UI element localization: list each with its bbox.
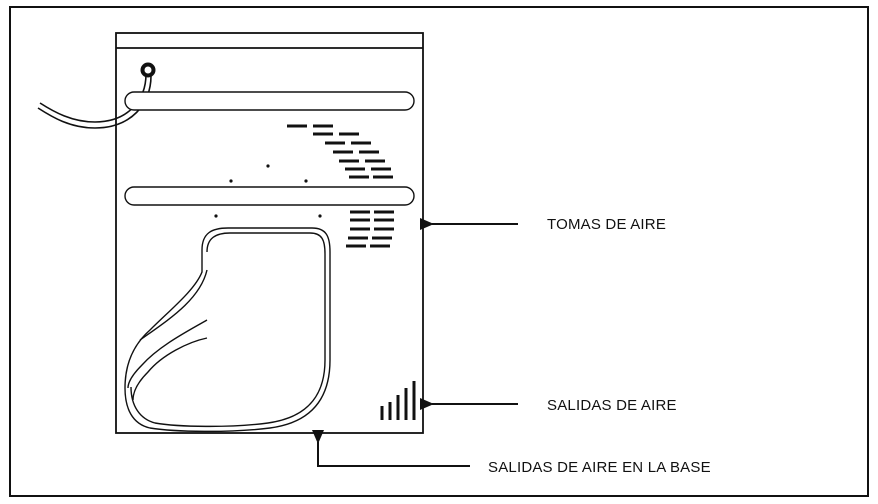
dot: [229, 179, 233, 183]
air-intake-slots: [346, 210, 394, 248]
boot-door: [124, 227, 331, 433]
upper-vent-slots: [287, 124, 393, 179]
middle-bar: [124, 186, 415, 206]
upper-bar: [124, 91, 415, 111]
indicator-dots: [214, 164, 322, 218]
base-air-outlets-arrow: [312, 430, 470, 467]
dot: [266, 164, 270, 168]
dot: [304, 179, 308, 183]
outer-frame: [9, 6, 869, 497]
dot: [318, 214, 322, 218]
dot: [214, 214, 218, 218]
air-outlet-bars: [380, 381, 416, 420]
base-air-outlets-label: SALIDAS DE AIRE EN LA BASE: [488, 459, 711, 476]
air-outlets-label: SALIDAS DE AIRE: [547, 397, 677, 414]
air-intakes-label: TOMAS DE AIRE: [547, 216, 666, 233]
cord-socket-inner: [144, 66, 152, 74]
appliance-body: [37, 32, 424, 434]
